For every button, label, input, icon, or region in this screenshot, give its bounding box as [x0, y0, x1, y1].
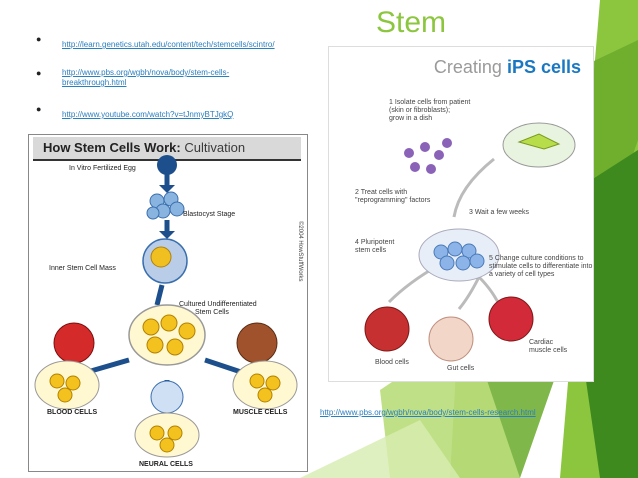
cultivation-illustration [34, 155, 298, 458]
step-1: 1 Isolate cells from patient (skin or fi… [389, 99, 471, 122]
ips-illustration [364, 122, 576, 362]
link-list: ● http://learn.genetics.utah.edu/content… [30, 30, 320, 134]
list-item: ● http://learn.genetics.utah.edu/content… [30, 34, 320, 52]
cultivation-figure: How Stem Cells Work: Cultivation [28, 134, 308, 472]
output-cardiac: Cardiac muscle cells [529, 339, 568, 354]
ips-figure: Creating iPS cells 1 Isolate cells from … [328, 46, 594, 382]
step-3: 3 Wait a few weeks [469, 209, 530, 216]
label-neural-cells: NEURAL CELLS [139, 461, 193, 468]
bullet-icon: ● [36, 68, 42, 78]
ips-figure-title: Creating iPS cells [433, 57, 581, 77]
list-item: ● http://www.youtube.com/watch?v=tJnmyBT… [30, 104, 320, 122]
bullet-icon: ● [36, 104, 42, 114]
output-gut: Gut cells [447, 365, 475, 372]
copyright-text: ©2004 HowStuffWorks [297, 221, 303, 282]
label-cultured-2: Stem Cells [195, 309, 229, 316]
link-youtube[interactable]: http://www.youtube.com/watch?v=tJnmyBTJg… [62, 110, 234, 119]
link-pbs-breakthrough[interactable]: http://www.pbs.org/wgbh/nova/body/stem-c… [62, 68, 230, 87]
list-item: ● http://www.pbs.org/wgbh/nova/body/stem… [30, 68, 320, 88]
link-pbs-research[interactable]: http://www.pbs.org/wgbh/nova/body/stem-c… [320, 408, 536, 417]
label-egg: In Vitro Fertilized Egg [69, 165, 136, 172]
step-5: 5 Change culture conditions to stimulate… [489, 255, 593, 278]
step-2: 2 Treat cells with "reprogramming" facto… [355, 189, 431, 204]
step-4: 4 Pluripotent stem cells [355, 239, 395, 254]
figure-title: How Stem Cells Work: Cultivation [43, 140, 246, 155]
bullet-icon: ● [36, 34, 42, 44]
label-inner-mass: Inner Stem Cell Mass [49, 265, 116, 272]
label-muscle-cells: MUSCLE CELLS [233, 409, 288, 416]
label-blood-cells: BLOOD CELLS [47, 409, 98, 416]
label-cultured: Cultured Undifferentiated [179, 301, 257, 308]
output-blood: Blood cells [375, 359, 409, 366]
slide-title: Stem [376, 6, 447, 39]
link-utah[interactable]: http://learn.genetics.utah.edu/content/t… [62, 40, 275, 49]
label-blastocyst: Blastocyst Stage [183, 211, 236, 218]
